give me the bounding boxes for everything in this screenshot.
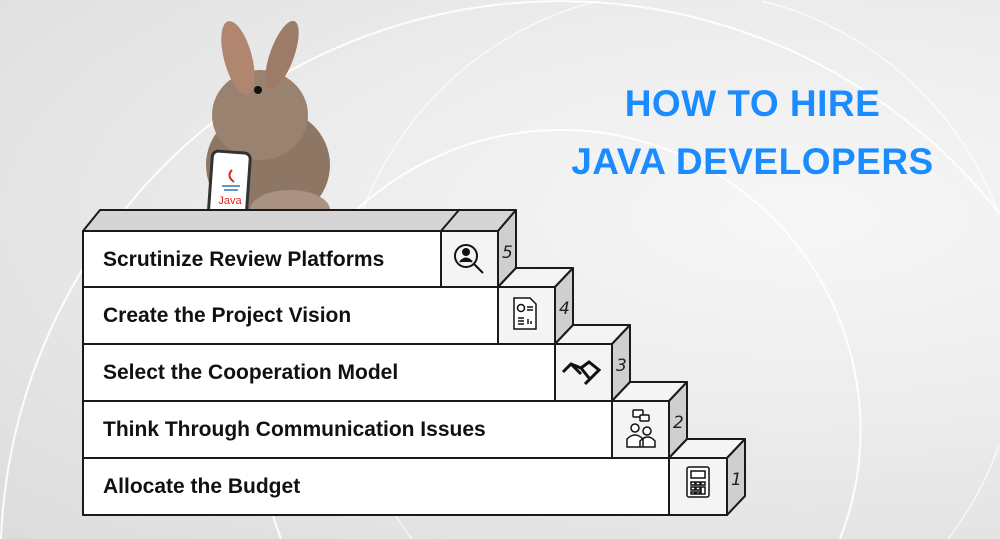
handshake-icon	[561, 360, 602, 386]
java-logo-text: Java	[218, 195, 242, 207]
step-1	[82, 438, 746, 516]
step-3-number: 3	[616, 356, 627, 376]
step-2	[82, 381, 688, 459]
people-chat-icon	[626, 409, 656, 448]
step-4	[82, 267, 574, 345]
phone-java-icon: Java	[206, 149, 252, 230]
step-5	[82, 209, 517, 288]
step-5-label: Scrutinize Review Platforms	[103, 248, 384, 271]
step-5-number: 5	[502, 243, 513, 263]
title-line-2: JAVA DEVELOPERS	[571, 141, 934, 182]
step-1-label: Allocate the Budget	[103, 475, 300, 498]
step-4-number: 4	[559, 299, 570, 319]
step-2-number: 2	[673, 413, 684, 433]
step-4-label: Create the Project Vision	[103, 304, 351, 327]
calculator-icon	[686, 466, 710, 498]
step-3-label: Select the Cooperation Model	[103, 361, 398, 384]
report-document-icon	[513, 297, 537, 330]
search-person-icon	[454, 244, 484, 274]
step-2-label: Think Through Communication Issues	[103, 418, 486, 441]
step-3	[82, 324, 631, 402]
step-1-number: 1	[731, 470, 742, 490]
title-line-1: HOW TO HIRE	[624, 83, 881, 124]
